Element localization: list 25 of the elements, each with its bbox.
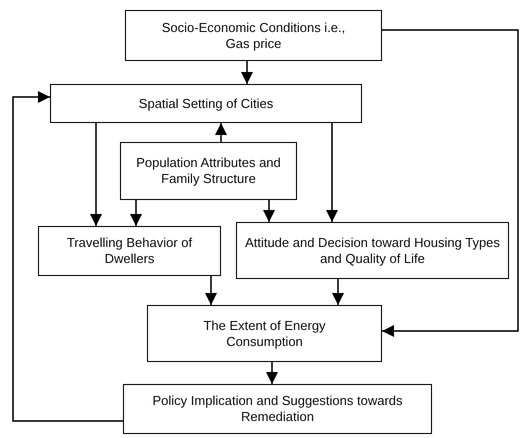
process-box	[38, 226, 221, 276]
box-text: Travelling Behavior of Dwellers	[66, 235, 194, 267]
arrow	[215, 123, 227, 142]
box-text: Attitude and Decision toward Housing Types and Quality of Life	[244, 234, 501, 266]
box-text: Spatial Setting of Cities	[138, 96, 274, 112]
arrow	[130, 200, 142, 226]
box-text: Socio-Economic Conditions i.e., Gas price	[160, 20, 346, 52]
arrow	[332, 279, 344, 305]
arrow	[205, 276, 217, 305]
process-box	[123, 384, 432, 434]
process-box	[236, 222, 509, 279]
arrow	[326, 123, 338, 222]
process-box	[120, 142, 297, 200]
arrow	[266, 362, 278, 384]
arrow	[382, 29, 519, 337]
arrow	[241, 61, 253, 84]
arrow	[90, 123, 102, 226]
arrow	[12, 91, 123, 422]
box-text: The Extent of Energy Consumption	[202, 318, 327, 350]
process-box	[147, 305, 382, 362]
box-text: Population Attributes and Family Structure	[135, 155, 282, 187]
process-box	[50, 84, 362, 123]
process-box	[125, 10, 382, 61]
box-text: Policy Implication and Suggestions towards Remediation	[151, 393, 404, 425]
arrow	[263, 200, 275, 222]
